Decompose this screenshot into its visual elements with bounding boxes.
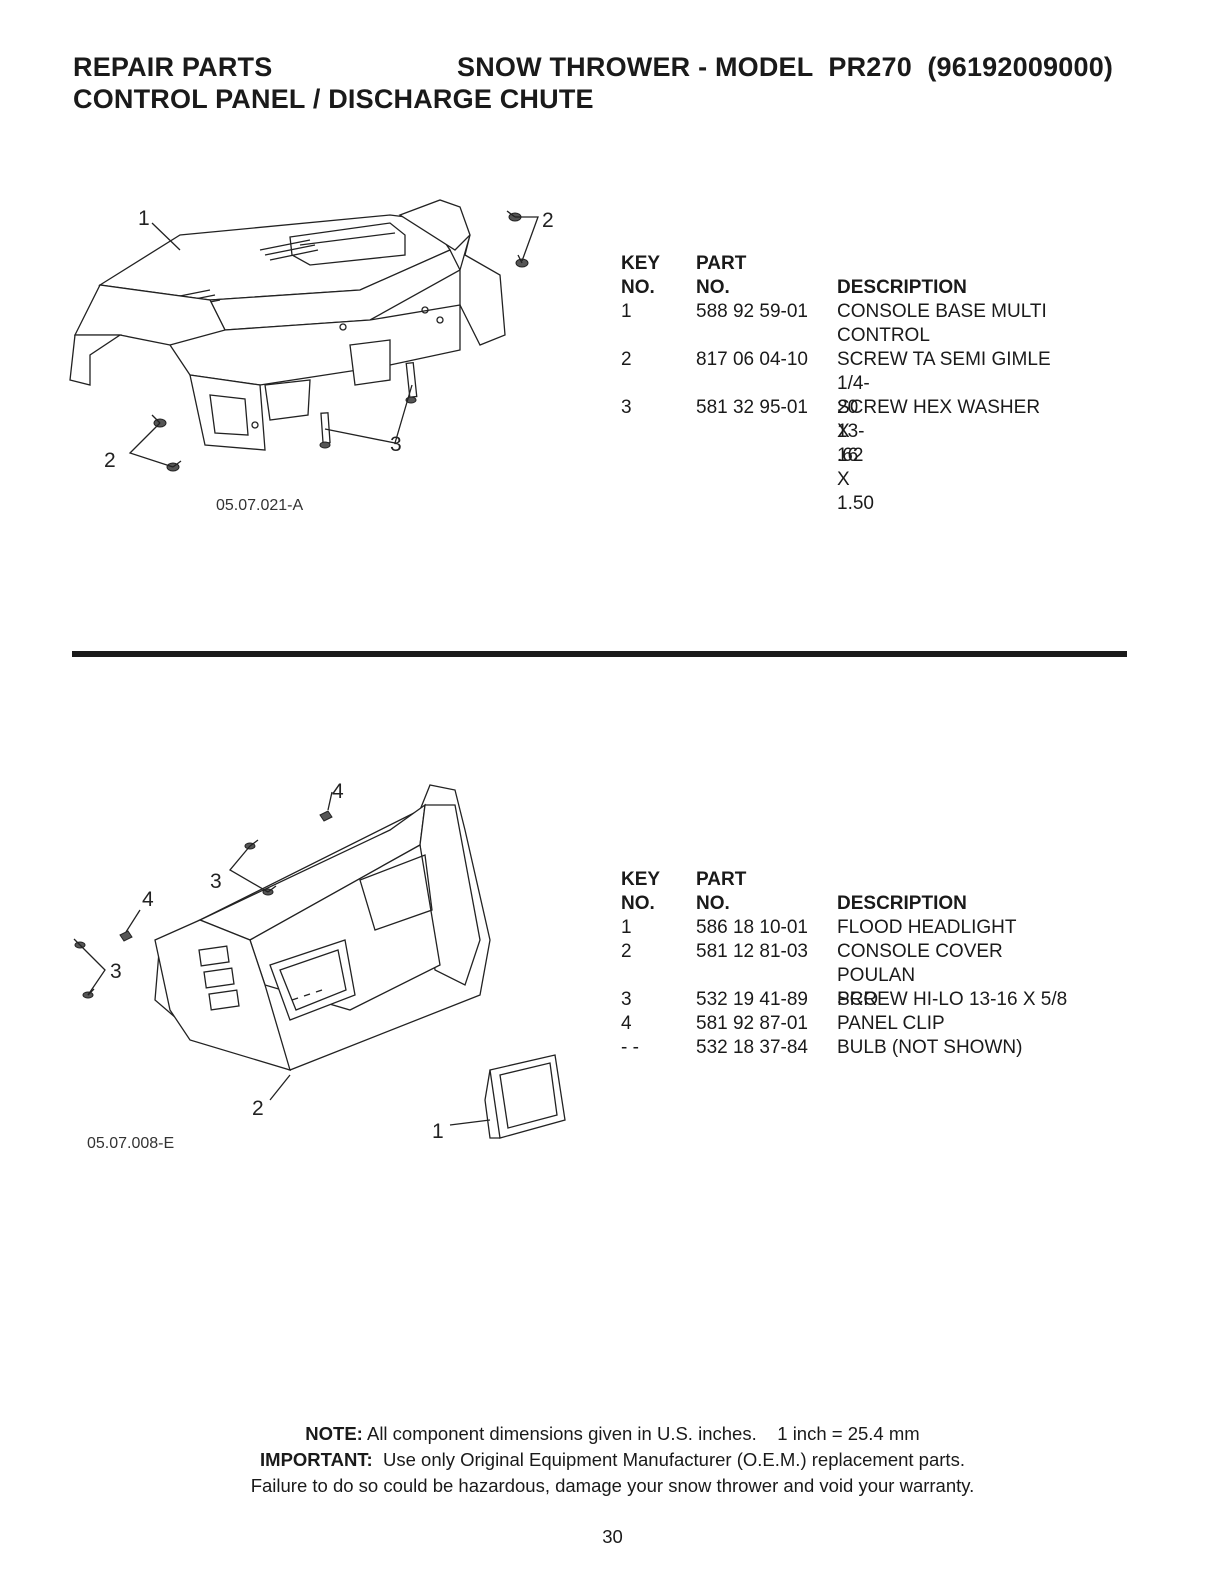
- description: PANEL CLIP: [837, 1013, 945, 1034]
- callout-1: 1: [138, 207, 150, 230]
- key-no: 3: [621, 397, 632, 418]
- part-no: 817 06 04-10: [696, 349, 808, 370]
- important-label: IMPORTANT:: [260, 1449, 373, 1470]
- part-no: 588 92 59-01: [696, 301, 808, 322]
- header-model-title: SNOW THROWER - MODEL PR270 (96192009000): [457, 52, 1114, 82]
- callout-2-bottom: 2: [104, 449, 116, 472]
- col-part-top: PART: [696, 253, 747, 274]
- description: 1/4-20 X .62: [837, 373, 870, 466]
- col-part-bottom: NO.: [696, 893, 730, 914]
- important-text: Use only Original Equipment Manufacturer…: [372, 1449, 965, 1470]
- description: 13-16 X 1.50: [837, 421, 874, 514]
- key-no: 2: [621, 941, 632, 962]
- callout-1: 1: [432, 1120, 444, 1143]
- col-key-top: KEY: [621, 253, 661, 274]
- part-no: 532 19 41-89: [696, 989, 808, 1010]
- col-key-top: KEY: [621, 869, 661, 890]
- console-cover-diagram: 4 3 4 3 2 1 05.07.008-E: [60, 770, 600, 1170]
- console-cover-drawing: [73, 784, 566, 1139]
- callout-3-left: 3: [110, 960, 122, 983]
- important-line: IMPORTANT: Use only Original Equipment M…: [0, 1447, 1225, 1472]
- callout-2: 2: [252, 1097, 264, 1120]
- callout-4-left: 4: [142, 888, 154, 911]
- callout-4-top: 4: [332, 780, 344, 803]
- part-no: 581 12 81-03: [696, 941, 808, 962]
- key-no: - -: [621, 1037, 639, 1058]
- key-no: 4: [621, 1013, 632, 1034]
- col-description: DESCRIPTION: [837, 893, 967, 914]
- console-base-drawing: [69, 199, 529, 472]
- description: BULB (NOT SHOWN): [837, 1037, 1023, 1058]
- callout-3: 3: [390, 433, 402, 456]
- description: SCREW TA SEMI GIMLE: [837, 349, 1051, 370]
- console-base-diagram: 1 2 2 3 05.07.021-A: [60, 195, 580, 525]
- note-text: All component dimensions given in U.S. i…: [362, 1423, 920, 1444]
- callout-3-top: 3: [210, 870, 222, 893]
- diagram-code: 05.07.021-A: [216, 497, 304, 514]
- note-label: NOTE:: [305, 1423, 363, 1444]
- part-no: 532 18 37-84: [696, 1037, 808, 1058]
- col-part-top: PART: [696, 869, 747, 890]
- header-left-title: REPAIR PARTS: [73, 52, 273, 82]
- description: SCREW HEX WASHER: [837, 397, 1041, 418]
- description: POULAN PRO: [837, 965, 916, 1010]
- description: FLOOD HEADLIGHT: [837, 917, 1017, 938]
- section-divider: [72, 651, 1127, 657]
- key-no: 3: [621, 989, 632, 1010]
- note-line: NOTE: All component dimensions given in …: [0, 1421, 1225, 1446]
- diagram-code: 05.07.008-E: [87, 1135, 174, 1152]
- description: CONSOLE COVER: [837, 941, 1003, 962]
- col-description: DESCRIPTION: [837, 277, 967, 298]
- part-no: 581 92 87-01: [696, 1013, 808, 1034]
- callout-2-top: 2: [542, 209, 554, 232]
- key-no: 1: [621, 917, 632, 938]
- col-key-bottom: NO.: [621, 893, 655, 914]
- warning-line: Failure to do so could be hazardous, dam…: [250, 1475, 975, 1496]
- key-no: 2: [621, 349, 632, 370]
- part-no: 586 18 10-01: [696, 917, 808, 938]
- section-title: CONTROL PANEL / DISCHARGE CHUTE: [73, 84, 594, 114]
- col-key-bottom: NO.: [621, 277, 655, 298]
- description: SCREW HI-LO 13-16 X 5/8: [837, 989, 1068, 1010]
- description: CONTROL: [837, 325, 930, 346]
- description: CONSOLE BASE MULTI: [837, 301, 1047, 322]
- col-part-bottom: NO.: [696, 277, 730, 298]
- key-no: 1: [621, 301, 632, 322]
- page-number: 30: [602, 1526, 623, 1547]
- part-no: 581 32 95-01: [696, 397, 808, 418]
